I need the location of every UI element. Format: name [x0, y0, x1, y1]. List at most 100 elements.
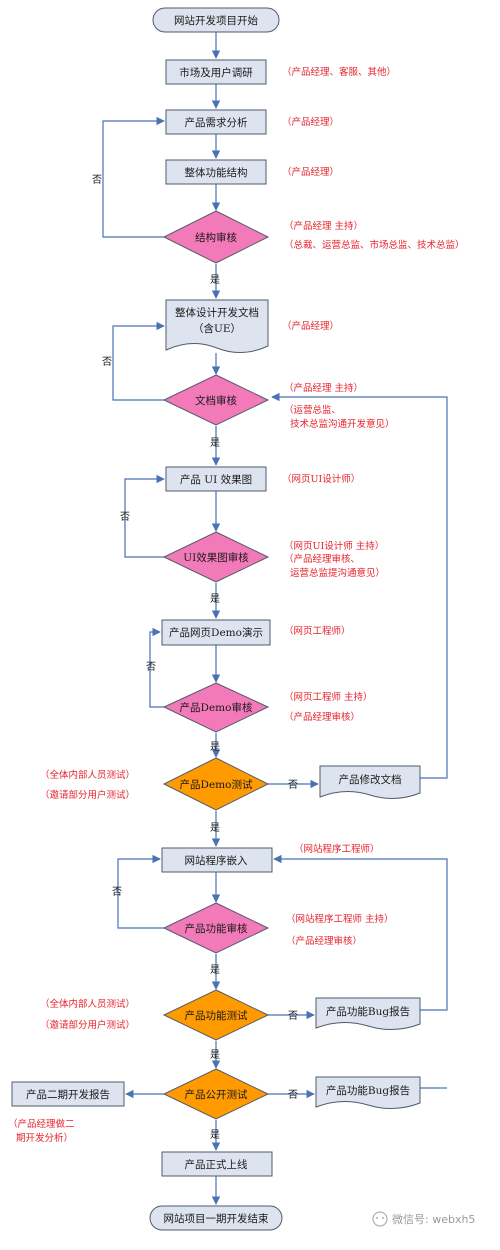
- arrow-ui-review-no: [124, 474, 166, 558]
- node-public-test: 产品公开测试: [162, 1068, 270, 1120]
- note-ui-review-1: （网页UI设计师 主持）: [284, 540, 384, 552]
- note-phase2-1: （产品经理做二: [8, 1118, 75, 1130]
- node-phase2-label: 产品二期开发报告: [26, 1088, 110, 1101]
- node-demo-test-label: 产品Demo测试: [180, 778, 253, 791]
- node-embed-label: 网站程序嵌入: [185, 854, 248, 867]
- note-design-doc: （产品经理）: [282, 320, 339, 332]
- wechat-icon: [372, 1211, 388, 1227]
- note-demo-review-2: （产品经理审核）: [284, 711, 360, 723]
- no-label-func: 否: [112, 886, 122, 898]
- no-label-func-test: 否: [288, 1010, 298, 1022]
- role-notes: （产品经理、客服、其他） （产品经理） （产品经理） （产品经理 主持） （总裁…: [8, 66, 465, 1144]
- note-func-test-1: （全体内部人员测试）: [40, 998, 135, 1010]
- no-label-public-test: 否: [288, 1089, 298, 1101]
- note-req: （产品经理）: [282, 116, 339, 128]
- node-end-label: 网站项目一期开发结束: [164, 1212, 269, 1225]
- node-req: 产品需求分析: [165, 109, 267, 135]
- note-struct-review-1: （产品经理 主持）: [284, 220, 363, 232]
- yes-label-func-test: 是: [210, 1049, 220, 1061]
- node-phase2: 产品二期开发报告: [11, 1081, 125, 1107]
- branch-labels: 否 是 否 是 否 是 否 是 否 是 否 是 否 是 否 是: [92, 174, 298, 1141]
- node-doc-review-label: 文档审核: [195, 394, 237, 407]
- node-design-doc-label-1: 整体设计开发文档: [175, 306, 259, 319]
- node-func-test-label: 产品功能测试: [185, 1009, 248, 1022]
- node-research-label: 市场及用户调研: [179, 66, 253, 79]
- node-demo-review-label: 产品Demo审核: [180, 701, 253, 714]
- node-end: 网站项目一期开发结束: [149, 1205, 283, 1231]
- arrow-doc-review-no: [112, 321, 166, 401]
- yes-label-demo-test: 是: [210, 822, 220, 834]
- no-label-demo-test: 否: [288, 779, 298, 791]
- note-phase2-2: 期开发分析）: [16, 1132, 73, 1144]
- yes-label-struct: 是: [210, 274, 220, 286]
- note-demo-test-1: （全体内部人员测试）: [40, 769, 135, 781]
- note-research: （产品经理、客服、其他）: [282, 66, 396, 78]
- node-mod-doc: 产品修改文档: [319, 765, 421, 799]
- note-doc-review-3: 技术总监沟通开发意见）: [290, 418, 395, 430]
- node-ui-mock-label: 产品 UI 效果图: [180, 473, 252, 486]
- no-label-doc: 否: [102, 356, 112, 368]
- node-bug-report-1: 产品功能Bug报告: [315, 997, 421, 1030]
- arrow-struct-review-no: [102, 116, 166, 238]
- node-research: 市场及用户调研: [165, 59, 267, 85]
- connectors: [102, 32, 448, 1205]
- note-demo-review-1: （网页工程师 主持）: [284, 691, 373, 703]
- node-demo-label: 产品网页Demo演示: [169, 626, 263, 639]
- note-embed: （网站程序工程师）: [294, 843, 380, 855]
- note-func-test-2: （邀请部分用户测试）: [40, 1019, 135, 1031]
- node-demo: 产品网页Demo演示: [161, 619, 271, 646]
- note-doc-review-1: （产品经理 主持）: [284, 382, 363, 394]
- node-ui-mock: 产品 UI 效果图: [165, 466, 267, 492]
- note-ui-review-3: 运营总监提沟通意见）: [290, 567, 385, 579]
- watermark-text: 微信号: webxh5: [392, 1212, 475, 1226]
- node-start: 网站开发项目开始: [152, 7, 280, 33]
- note-func-review-1: （网站程序工程师 主持）: [286, 913, 394, 925]
- node-struct-review: 结构审核: [162, 210, 270, 264]
- node-demo-test: 产品Demo测试: [162, 757, 270, 811]
- arrow-func-review-no: [117, 854, 166, 929]
- note-demo: （网页工程师）: [284, 625, 351, 637]
- node-mod-doc-label: 产品修改文档: [339, 773, 402, 786]
- node-design-doc-label-2: （含UE）: [193, 322, 241, 335]
- node-start-label: 网站开发项目开始: [174, 14, 258, 27]
- yes-label-ui: 是: [210, 593, 220, 605]
- no-label-demo: 否: [146, 661, 156, 673]
- node-bug-report-2: 产品功能Bug报告: [315, 1076, 421, 1109]
- node-ui-review: UI效果图审核: [162, 531, 270, 583]
- note-ui-review-2: （产品经理审核、: [284, 553, 360, 565]
- note-struct: （产品经理）: [282, 166, 339, 178]
- yes-label-func: 是: [210, 964, 220, 976]
- node-struct: 整体功能结构: [165, 159, 267, 185]
- yes-label-demo: 是: [210, 741, 220, 753]
- node-bug-report-1-label: 产品功能Bug报告: [326, 1005, 410, 1018]
- node-demo-review: 产品Demo审核: [162, 682, 270, 733]
- note-doc-review-2: （运营总监、: [284, 404, 341, 416]
- node-func-review: 产品功能审核: [162, 902, 270, 954]
- watermark: 微信号: webxh5: [372, 1211, 475, 1227]
- node-bug-report-2-label: 产品功能Bug报告: [326, 1084, 410, 1097]
- yes-label-public-test: 是: [210, 1129, 220, 1141]
- note-struct-review-2: （总裁、运营总监、市场总监、技术总监）: [284, 239, 465, 251]
- node-struct-review-label: 结构审核: [195, 231, 237, 244]
- node-req-label: 产品需求分析: [185, 116, 248, 129]
- arrow-moddoc-docreview: [271, 392, 448, 779]
- yes-label-doc: 是: [210, 437, 220, 449]
- node-launch-label: 产品正式上线: [185, 1158, 248, 1171]
- note-ui-mock: （网页UI设计师）: [282, 473, 360, 485]
- node-doc-review: 文档审核: [162, 374, 270, 426]
- node-func-review-label: 产品功能审核: [185, 922, 248, 935]
- note-func-review-2: （产品经理审核）: [286, 935, 362, 947]
- no-label-ui: 否: [120, 511, 130, 523]
- arrow-bug1-embed: [273, 854, 448, 1011]
- node-public-test-label: 产品公开测试: [185, 1088, 248, 1101]
- arrow-demo-review-no: [149, 627, 166, 708]
- node-func-test: 产品功能测试: [162, 989, 270, 1041]
- node-ui-review-label: UI效果图审核: [183, 551, 249, 564]
- node-launch: 产品正式上线: [161, 1151, 273, 1177]
- node-struct-label: 整体功能结构: [185, 166, 248, 179]
- no-label-struct: 否: [92, 174, 102, 186]
- node-embed: 网站程序嵌入: [161, 847, 273, 873]
- note-demo-test-2: （邀请部分用户测试）: [40, 789, 135, 801]
